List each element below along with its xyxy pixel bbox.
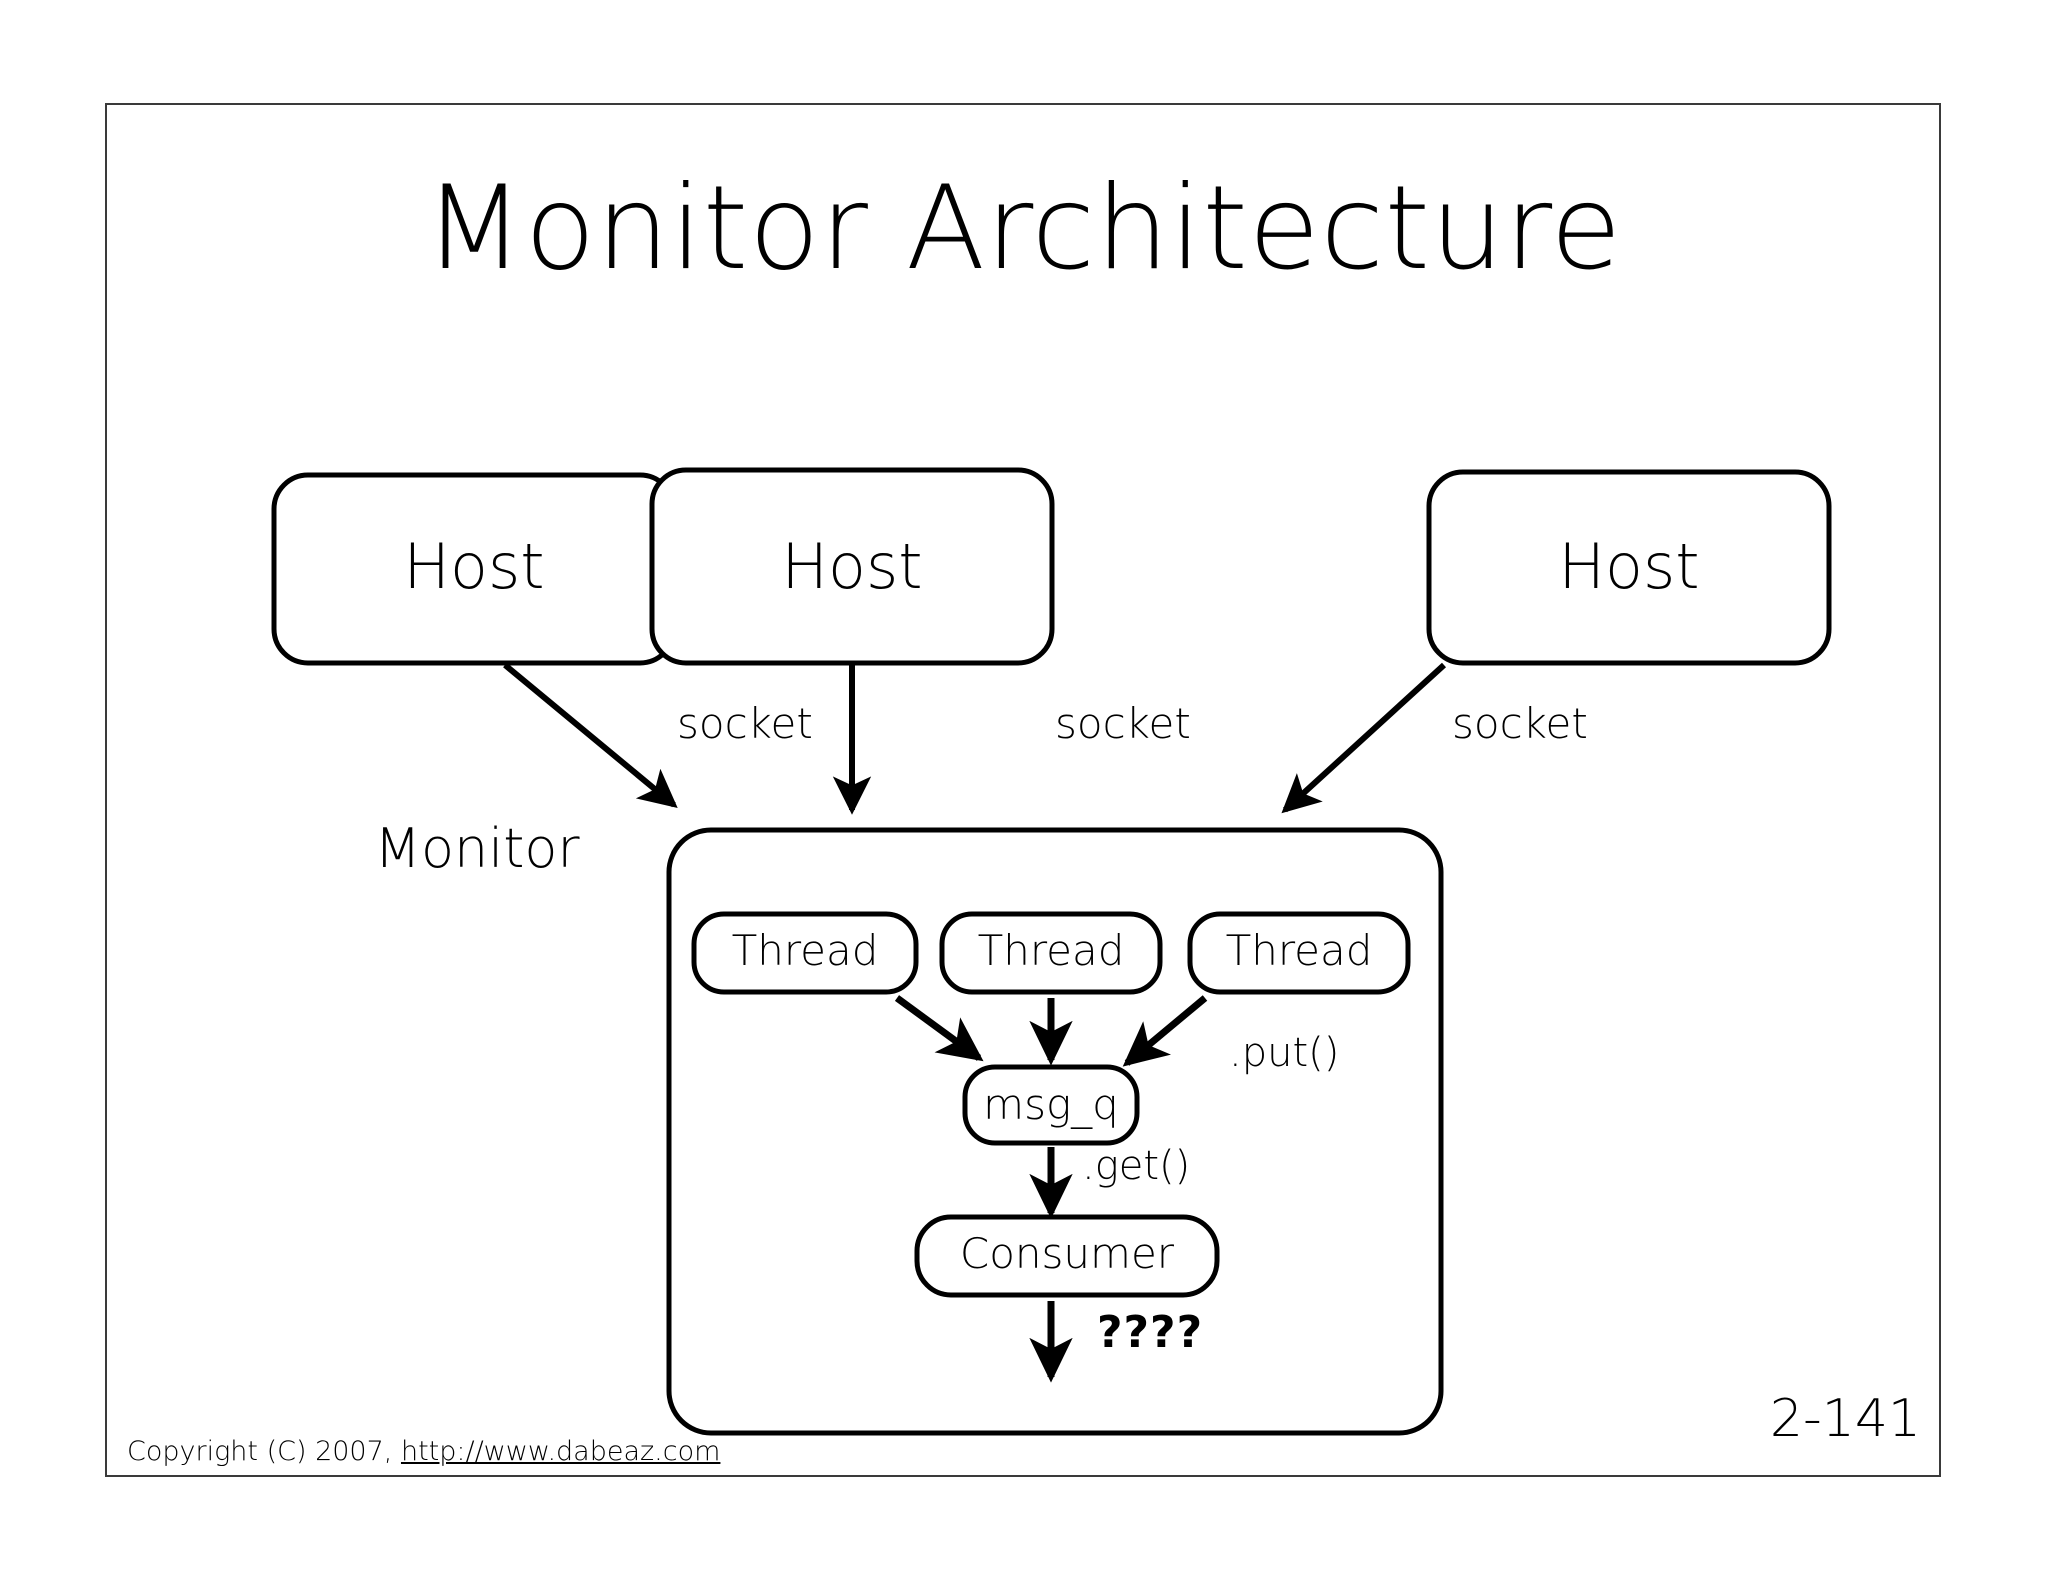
put-arrow-3 [1122,995,1208,1067]
host-label-2: Host [781,530,923,603]
consumer-box [914,1214,1220,1298]
footer-copyright: Copyright (C) 2007, http://www.dabeaz.co… [127,1436,720,1467]
host-label-1: Host [403,530,545,603]
thread-label-2: Thread [977,926,1125,975]
page-title: Monitor Architecture [424,161,1622,296]
slide-frame: Monitor Architecture [105,103,1941,1477]
socket-label-1: socket [677,699,813,748]
thread-label-3: Thread [1225,926,1373,975]
host-box-2 [649,467,1055,666]
consumer-label: Consumer [959,1229,1175,1278]
monitor-container [666,827,1444,1436]
thread-label-1: Thread [731,926,879,975]
thread-box-3 [1187,911,1411,995]
copyright-text: Copyright (C) 2007, [127,1436,393,1467]
socket-arrow-1 [503,662,678,809]
monitor-label: Monitor [374,817,580,880]
msgq-label: msg_q [983,1080,1119,1129]
output-label: ???? [1097,1307,1204,1358]
thread-box-1 [691,911,919,995]
socket-label-2: socket [1055,699,1191,748]
architecture-diagram [271,467,1832,1436]
put-method-label: .put() [1229,1030,1340,1076]
host-label-3: Host [1558,530,1700,603]
socket-label-3: socket [1452,699,1588,748]
put-arrow-1 [894,995,984,1062]
dabeaz-link[interactable]: http://www.dabeaz.com [400,1436,721,1467]
socket-arrow-3 [1281,662,1447,814]
host-box-3 [1426,469,1832,666]
get-method-label: .get() [1082,1143,1191,1189]
page-number: 2-141 [1769,1389,1921,1449]
msgq-box [962,1064,1140,1146]
thread-box-2 [939,911,1163,995]
